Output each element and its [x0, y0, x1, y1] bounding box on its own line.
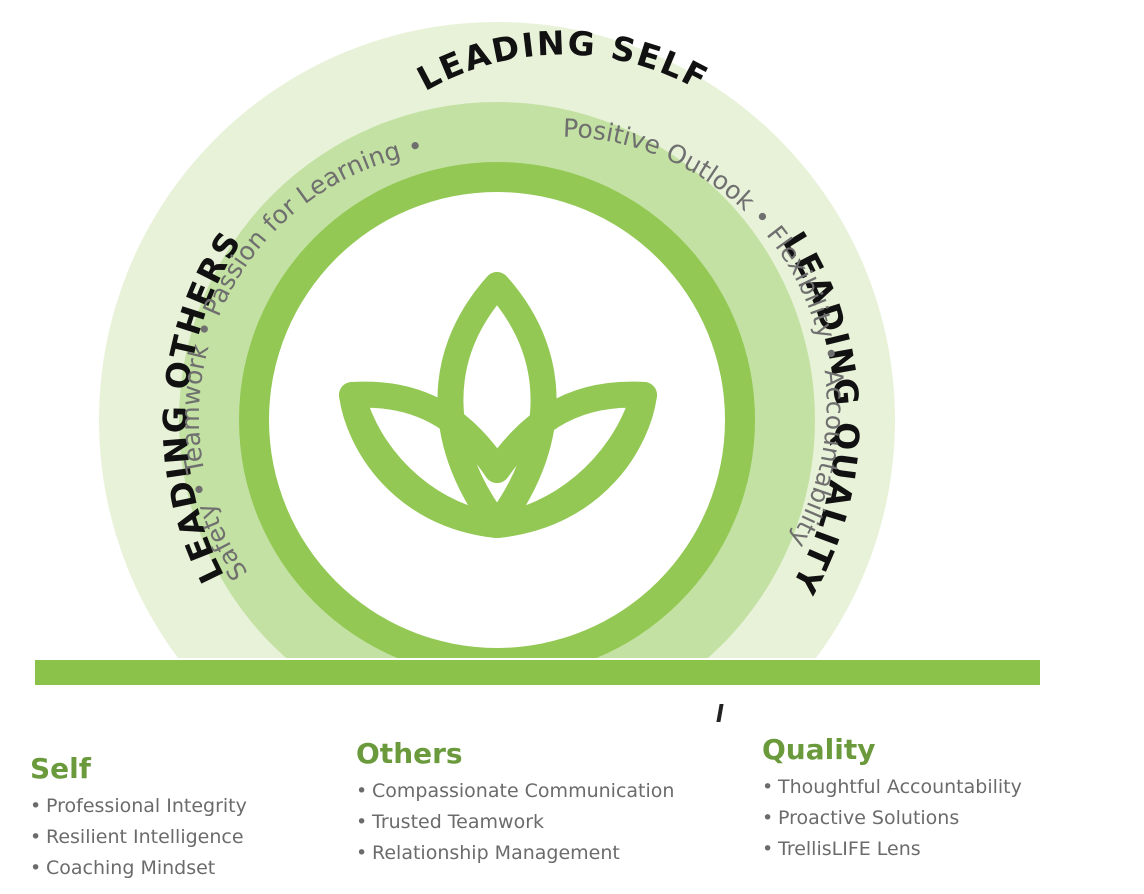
list-item: •Relationship Management [356, 842, 620, 864]
list-item: •Proactive Solutions [762, 807, 960, 829]
column-title: Others [356, 737, 463, 770]
lotus-icon [339, 272, 657, 538]
center-circle [269, 192, 725, 648]
list-item: •Resilient Intelligence [30, 826, 244, 848]
column-others: Others •Compassionate Communication •Tru… [356, 737, 674, 869]
column-title: Self [30, 752, 91, 785]
list-item: •Thoughtful Accountability [762, 776, 1022, 798]
leadership-diagram: LEADING SELF LEADING OTHERS LEADING QUAL… [35, 22, 1040, 700]
column-quality: Quality •Thoughtful Accountability •Proa… [762, 733, 1022, 865]
ground-bar [35, 660, 1040, 685]
column-title: Quality [762, 733, 876, 766]
list-item: •Coaching Mindset [30, 857, 216, 879]
column-self: Self •Professional Integrity •Resilient … [30, 752, 247, 884]
small-divider-mark [716, 704, 724, 722]
list-item: •Compassionate Communication [356, 780, 675, 802]
list-item: •TrellisLIFE Lens [762, 838, 921, 860]
list-item: •Professional Integrity [30, 795, 247, 817]
list-item: •Trusted Teamwork [356, 811, 545, 833]
